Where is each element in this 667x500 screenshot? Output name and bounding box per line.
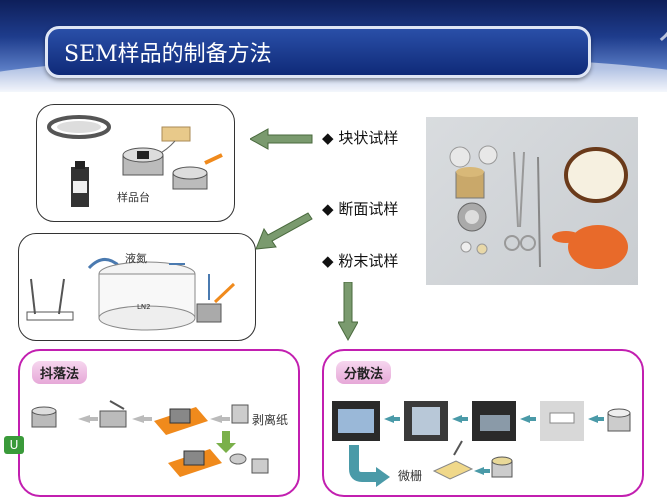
dropping-method-illustration (31, 400, 269, 477)
micro-grid-label: 微栅 (398, 469, 423, 483)
block-sample-box: 样品台 (36, 104, 235, 222)
tools-photo-drawing (449, 145, 628, 269)
tools-photo (426, 117, 638, 285)
svg-text:LN2: LN2 (137, 303, 151, 311)
side-nav-button[interactable]: U (4, 436, 24, 454)
title-bar: SEM样品的制备方法 (45, 26, 591, 78)
bullet-block-sample: ◆ 块状试样 (322, 129, 399, 147)
dispersion-method-box: 分散法 微栅 (322, 349, 644, 497)
arrows-to-boxes (250, 128, 313, 250)
dropping-method-box: 抖落法 剥离纸 (18, 349, 300, 497)
bullet-powder-sample: ◆ 粉末试样 (322, 252, 399, 270)
down-arrow (338, 282, 358, 342)
bullet-fracture-sample: ◆ 断面试样 (322, 200, 399, 218)
sample-stage-label: 样品台 (117, 191, 150, 204)
bullet-fracture-text: 断面试样 (338, 200, 399, 218)
bullet-block-text: 块状试样 (338, 129, 399, 147)
liquid-nitrogen-label: 液氮 (125, 252, 147, 265)
dispersion-method-illustration (332, 401, 631, 487)
bullet-powder-text: 粉末试样 (338, 252, 399, 270)
dropping-method-tag: 抖落法 (32, 361, 88, 384)
fracture-sample-box: LN2 液氮 (18, 233, 256, 341)
page-title: SEM样品的制备方法 (64, 42, 272, 67)
fracture-sample-illustration: LN2 (26, 258, 236, 331)
peel-paper-label: 剥离纸 (252, 413, 289, 427)
block-sample-illustration (47, 115, 223, 207)
dispersion-method-tag: 分散法 (336, 361, 392, 384)
